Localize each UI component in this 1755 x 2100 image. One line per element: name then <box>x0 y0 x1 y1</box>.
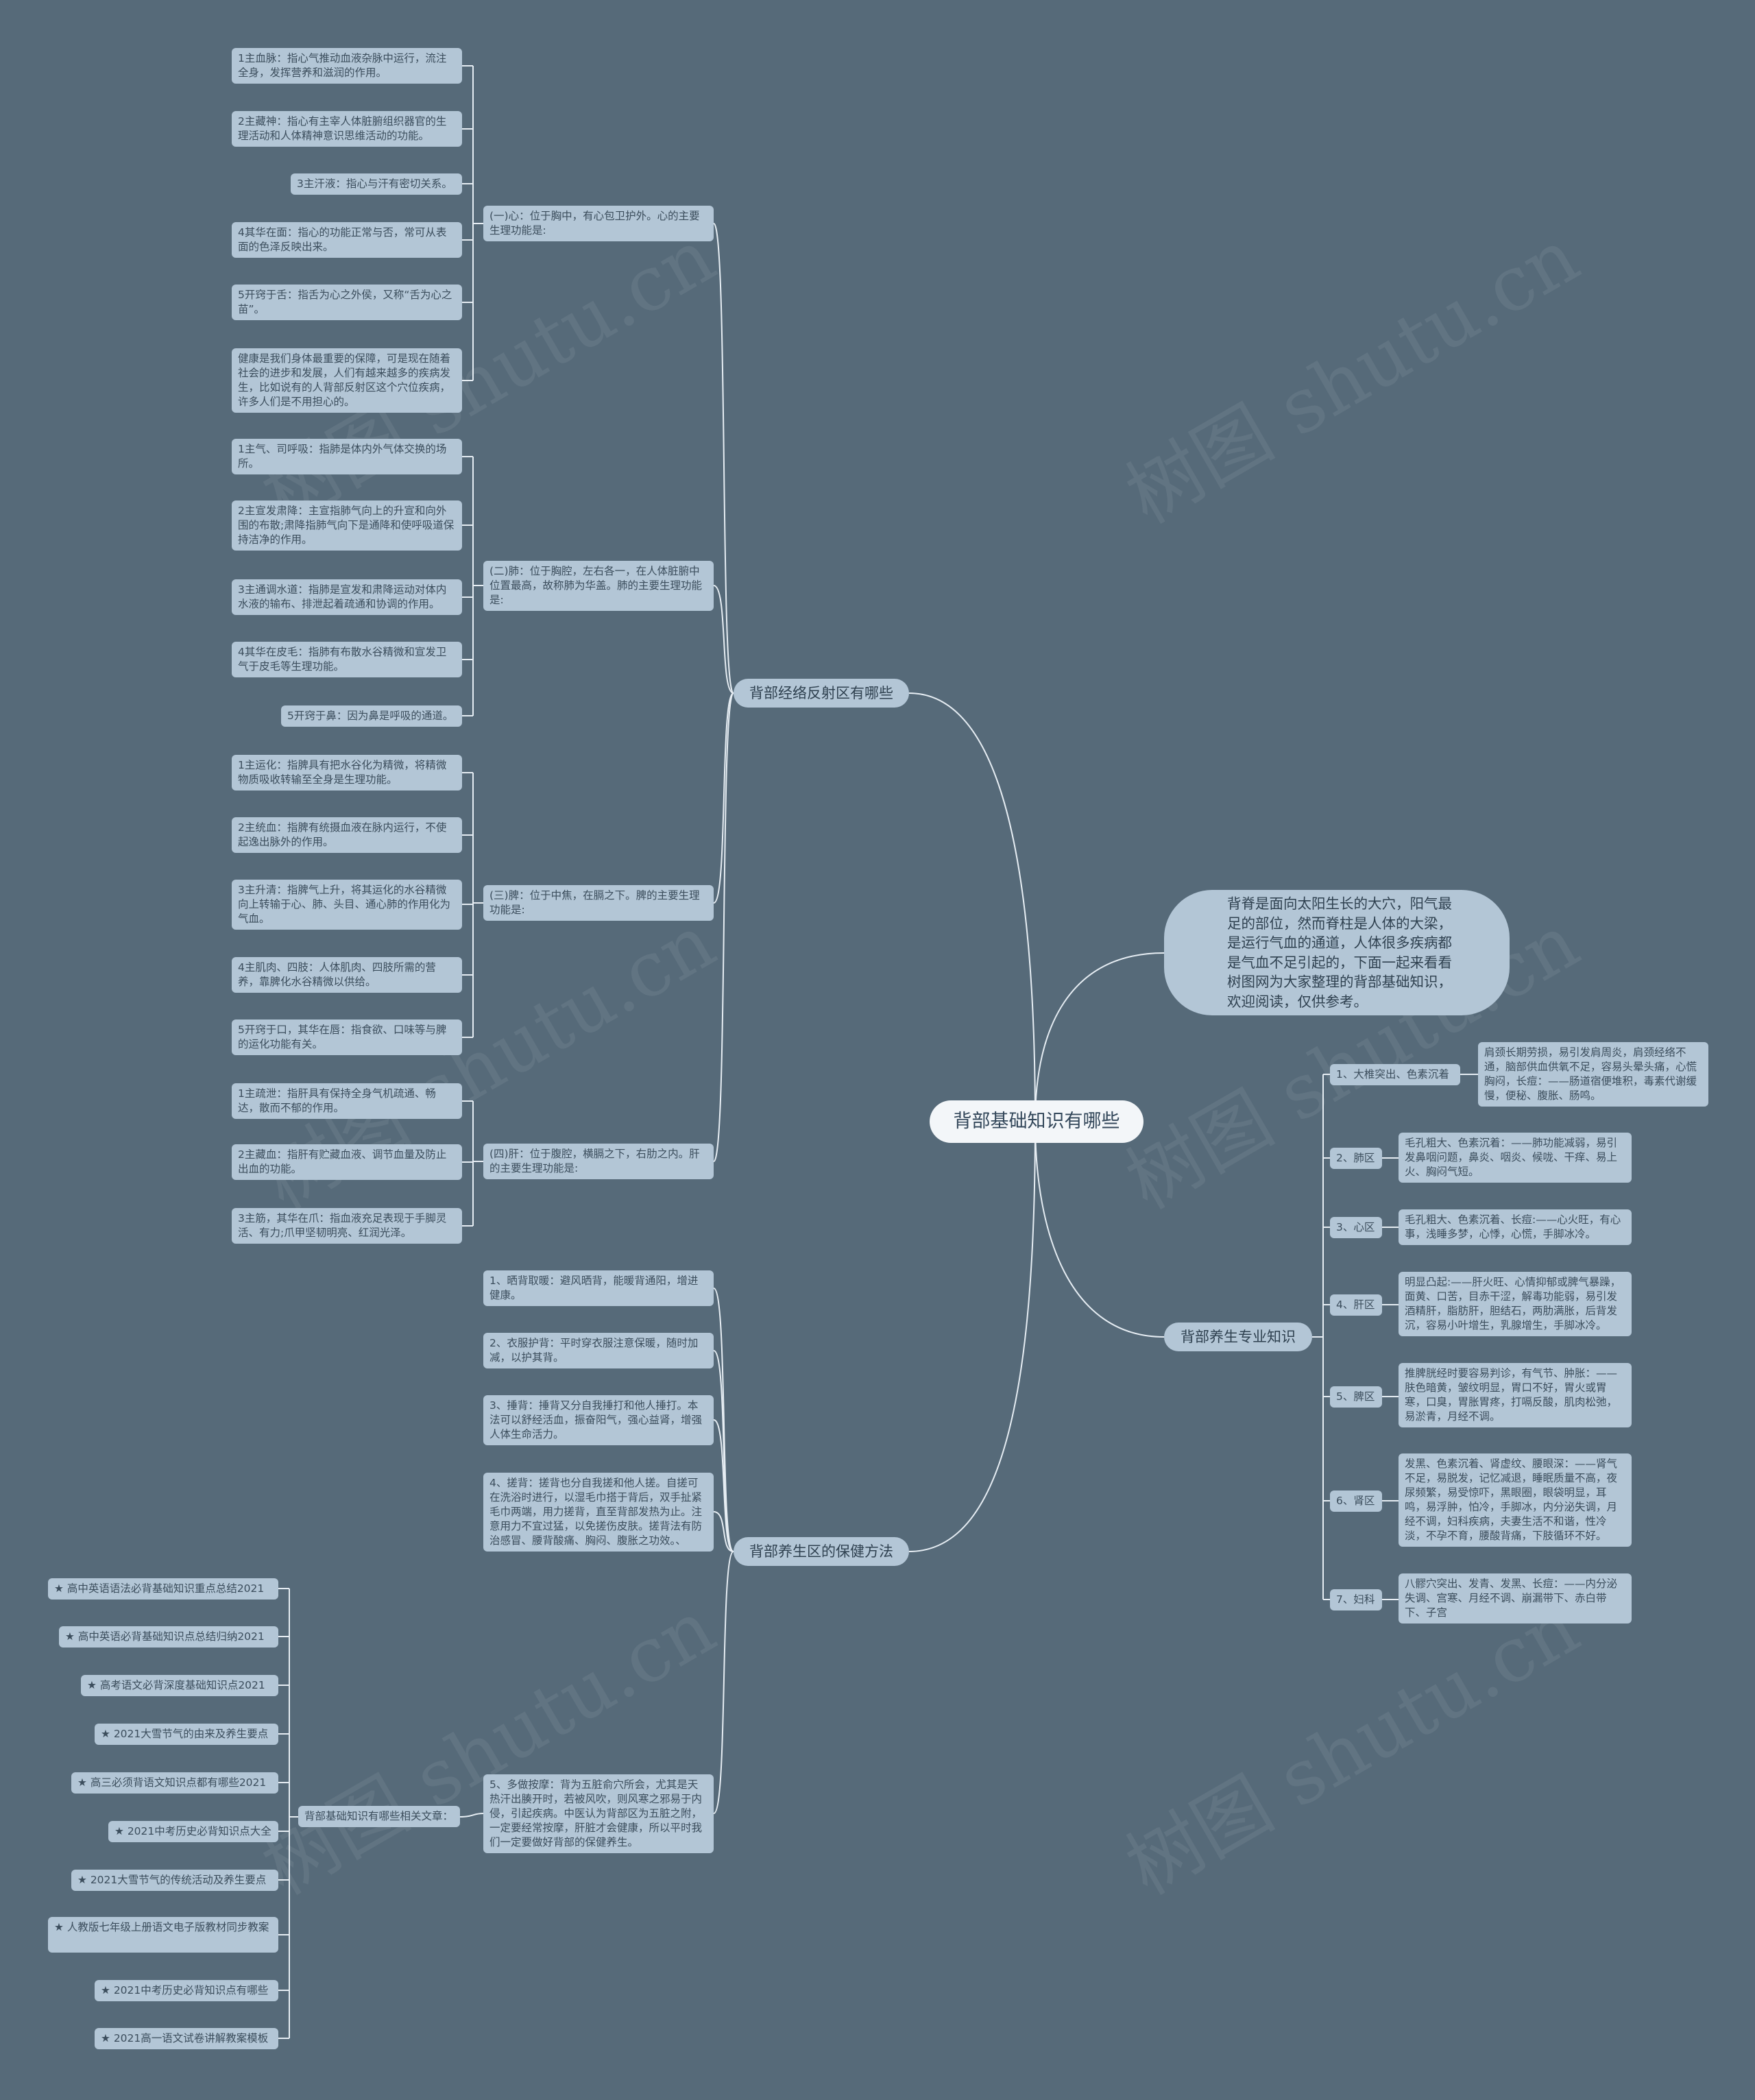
zone-detail[interactable]: 八髎穴突出、发青、发黑、长痘：——内分泌失调、宫寒、月经不调、崩漏带下、赤白带下… <box>1399 1573 1632 1624</box>
hub-liver[interactable]: (四)肝：位于腹腔，横膈之下，右肋之内。肝的主要生理功能是: <box>483 1144 714 1179</box>
lung-item[interactable]: 1主气、司呼吸：指肺是体内外气体交换的场所。 <box>232 439 462 474</box>
zone-label[interactable]: 2、肺区 <box>1330 1148 1382 1169</box>
intro-bubble[interactable]: 背脊是面向太阳生长的大穴，阳气最足的部位，然而脊柱是人体的大梁，是运行气血的通道… <box>1164 890 1510 1015</box>
branch-care[interactable]: 背部养生区的保健方法 <box>734 1537 909 1566</box>
spleen-item[interactable]: 4主肌肉、四肢：人体肌肉、四肢所需的营养，靠脾化水谷精微以供给。 <box>232 957 462 993</box>
care-item[interactable]: 1、晒背取暖：避风晒背，能暖背通阳，增进健康。 <box>483 1270 714 1306</box>
zone-detail[interactable]: 毛孔粗大、色素沉着：——肺功能减弱，易引发鼻咽问题，鼻炎、咽炎、候咙、干痒、易上… <box>1399 1133 1632 1183</box>
connector-line <box>713 692 734 904</box>
branch-professional[interactable]: 背部养生专业知识 <box>1164 1323 1312 1351</box>
hub-heart[interactable]: (一)心：位于胸中，有心包卫护外。心的主要生理功能是: <box>483 206 714 241</box>
connector-line <box>713 1551 734 1814</box>
zone-label[interactable]: 5、脾区 <box>1330 1386 1382 1408</box>
care-item[interactable]: 4、搓背：搓背也分自我搓和他人搓。自搓可在洗浴时进行，以湿毛巾搭于背后，双手扯紧… <box>483 1473 714 1552</box>
hub-spleen[interactable]: (三)脾：位于中焦，在膈之下。脾的主要生理功能是: <box>483 885 714 921</box>
zone-detail[interactable]: 毛孔粗大、色素沉着、长痘:——心火旺，有心事，浅睡多梦，心悸，心慌，手脚冰冷。 <box>1399 1209 1632 1245</box>
connector-line <box>908 692 1036 1122</box>
branch-meridian[interactable]: 背部经络反射区有哪些 <box>734 679 909 708</box>
zone-label[interactable]: 6、肾区 <box>1330 1490 1382 1512</box>
connector-line <box>713 585 734 694</box>
lung-item[interactable]: 2主宣发肃降：主宣指肺气向上的升宣和向外围的布散;肃降指肺气向下是通降和使呼吸道… <box>232 500 462 551</box>
liver-item[interactable]: 2主藏血：指肝有贮藏血液、调节血量及防止出血的功能。 <box>232 1144 462 1180</box>
lung-item[interactable]: 4其华在皮毛：指肺有布散水谷精微和宣发卫气于皮毛等生理功能。 <box>232 642 462 677</box>
zone-label[interactable]: 4、肝区 <box>1330 1294 1382 1316</box>
care-item[interactable]: 2、衣服护背：平时穿衣服注意保暖，随时加减，以护其背。 <box>483 1333 714 1368</box>
spleen-item[interactable]: 1主运化：指脾具有把水谷化为精微，将精微物质吸收转输至全身是生理功能。 <box>232 755 462 790</box>
heart-item[interactable]: 2主藏神：指心有主宰人体脏腑组织器官的生理活动和人体精神意识思维活动的功能。 <box>232 111 462 147</box>
lung-item[interactable]: 3主通调水道：指肺是宣发和肃降运动对体内水液的输布、排泄起着疏通和协调的作用。 <box>232 579 462 615</box>
heart-item[interactable]: 5开窍于舌：指舌为心之外侯，又称“舌为心之苗”。 <box>232 285 462 320</box>
zone-detail[interactable]: 推脾胱经时要容易判诊，有气节、肿胀：——肤色暗黄，皱纹明显，胃口不好，胃火或胃寒… <box>1399 1363 1632 1427</box>
related-article-link[interactable]: ★ 2021大雪节气的由来及养生要点 <box>95 1724 278 1745</box>
related-article-link[interactable]: ★ 2021大雪节气的传统活动及养生要点 <box>71 1870 278 1891</box>
liver-item[interactable]: 3主筋，其华在爪：指血液充足表现于手脚灵活、有力;爪甲坚韧明亮、红润光泽。 <box>232 1208 462 1244</box>
heart-item[interactable]: 1主血脉：指心气推动血液杂脉中运行，流注全身，发挥营养和滋润的作用。 <box>232 48 462 84</box>
connector-line <box>713 1350 734 1552</box>
zone-detail[interactable]: 肩颈长期劳损，易引发肩周炎，肩颈经络不通，脑部供血供氧不足，容易头晕头痛，心慌胸… <box>1478 1042 1708 1107</box>
zone-label[interactable]: 3、心区 <box>1330 1217 1382 1238</box>
zone-label[interactable]: 1、大椎突出、色素沉着 <box>1330 1064 1460 1085</box>
care-item[interactable]: 5、多做按摩：背为五脏俞穴所会，尤其是天热汗出腠开时，若被风吹，则风寒之邪易于内… <box>483 1774 714 1853</box>
connector-line <box>713 1511 734 1552</box>
related-article-link[interactable]: ★ 高中英语必背基础知识点总结归纳2021 <box>59 1626 278 1648</box>
connector-line <box>713 223 734 694</box>
liver-item[interactable]: 1主疏泄：指肝具有保持全身气机疏通、畅达，散而不郁的作用。 <box>232 1083 462 1119</box>
related-article-link[interactable]: ★ 2021高一语文试卷讲解教案模板 <box>95 2028 278 2049</box>
connector-line <box>459 1813 484 1818</box>
zone-label[interactable]: 7、妇科 <box>1330 1589 1382 1610</box>
related-article-link[interactable]: ★ 高中英语语法必背基础知识重点总结2021 <box>48 1578 278 1600</box>
connector-line <box>1034 1121 1165 1338</box>
heart-item[interactable]: 健康是我们身体最重要的保障，可是现在随着社会的进步和发展，人们有越来越多的疾病发… <box>232 348 462 413</box>
connector-line <box>713 1419 734 1552</box>
root-topic[interactable]: 背部基础知识有哪些 <box>930 1100 1143 1143</box>
related-article-link[interactable]: ★ 高考语文必背深度基础知识点2021 <box>81 1675 278 1696</box>
zone-detail[interactable]: 发黑、色素沉着、肾虚纹、腰眼深：——肾气不足，易脱发，记忆减退，睡眠质量不高，夜… <box>1399 1453 1632 1547</box>
related-article-link[interactable]: ★ 高三必须背语文知识点都有哪些2021 <box>71 1772 278 1794</box>
intro-text: 背脊是面向太阳生长的大穴，阳气最足的部位，然而脊柱是人体的大梁，是运行气血的通道… <box>1227 895 1452 1010</box>
heart-item[interactable]: 3主汗液：指心与汗有密切关系。 <box>291 173 462 195</box>
related-article-link[interactable]: ★ 人教版七年级上册语文电子版教材同步教案 <box>48 1917 278 1953</box>
connector-line <box>713 692 734 1162</box>
zone-detail[interactable]: 明显凸起:——肝火旺、心情抑郁或脾气暴躁，面黄、口苦，目赤干涩，解毒功能弱，易引… <box>1399 1272 1632 1336</box>
related-article-link[interactable]: ★ 2021中考历史必背知识点大全 <box>108 1821 278 1842</box>
related-articles-hub[interactable]: 背部基础知识有哪些相关文章： <box>298 1806 460 1827</box>
spleen-item[interactable]: 5开窍于口，其华在唇：指食欲、口味等与脾的运化功能有关。 <box>232 1019 462 1055</box>
connector-line <box>908 1121 1036 1552</box>
hub-lung[interactable]: (二)肺：位于胸腔，左右各一，在人体脏腑中位置最高，故称肺为华盖。肺的主要生理功… <box>483 561 714 611</box>
heart-item[interactable]: 4其华在面：指心的功能正常与否，常可从表面的色泽反映出来。 <box>232 222 462 258</box>
lung-item[interactable]: 5开窍于鼻：因为鼻是呼吸的通道。 <box>281 705 462 727</box>
spleen-item[interactable]: 3主升清：指脾气上升，将其运化的水谷精微向上转输于心、肺、头目、通心肺的作用化为… <box>232 880 462 930</box>
spleen-item[interactable]: 2主统血：指脾有统摄血液在脉内运行，不使起逸出脉外的作用。 <box>232 817 462 853</box>
connector-line <box>1034 952 1165 1122</box>
related-article-link[interactable]: ★ 2021中考历史必背知识点有哪些 <box>95 1980 278 2001</box>
care-item[interactable]: 3、捶背：捶背又分自我捶打和他人捶打。本法可以舒经活血，振奋阳气，强心益肾，增强… <box>483 1395 714 1445</box>
